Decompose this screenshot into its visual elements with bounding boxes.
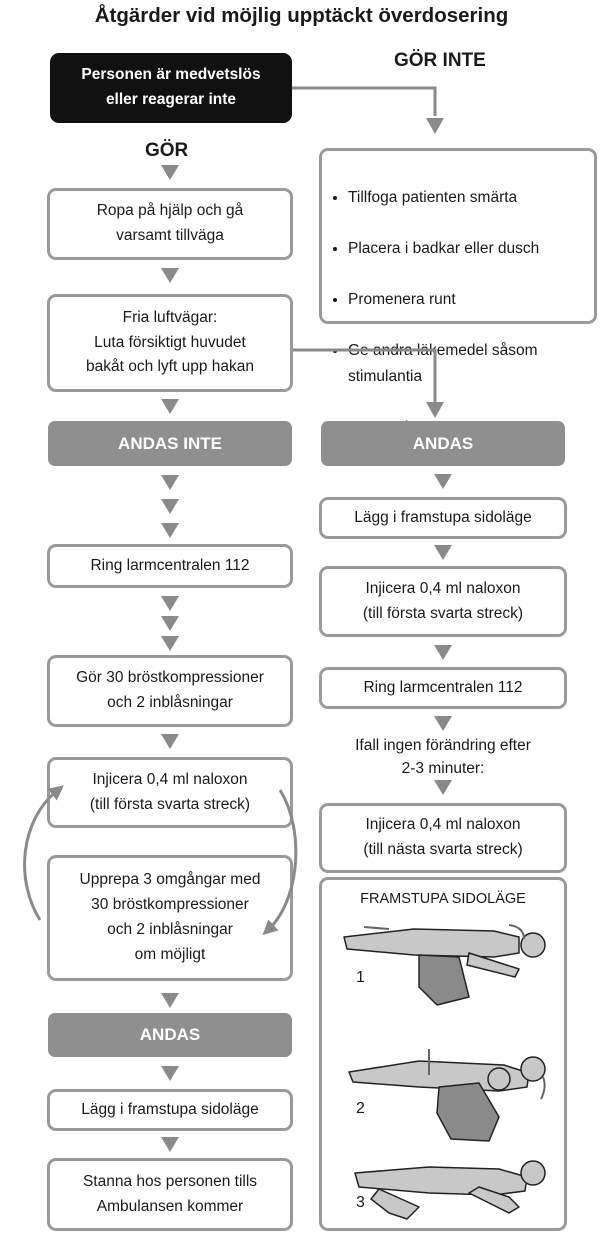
figure-step-1: 1 bbox=[356, 969, 365, 986]
right-naloxone-box: Injicera 0,4 ml naloxon (till första sva… bbox=[319, 566, 567, 637]
stay-box: Stanna hos personen tills Ambulansen kom… bbox=[47, 1158, 293, 1231]
person-2-head bbox=[520, 1056, 546, 1082]
loop-down-arrow bbox=[262, 789, 298, 936]
person-1-body bbox=[343, 928, 520, 958]
left-naloxone-box: Injicera 0,4 ml naloxon (till första sva… bbox=[47, 757, 293, 828]
right-call-112-box: Ring larmcentralen 112 bbox=[319, 667, 567, 709]
right-recovery-box: Lägg i framstupa sidoläge bbox=[319, 497, 567, 539]
person-3-head bbox=[520, 1160, 546, 1186]
right-naloxone-2-box: Injicera 0,4 ml naloxon (till nästa svar… bbox=[319, 803, 567, 873]
call-help-box: Ropa på hjälp och gå varsamt tillväga bbox=[47, 188, 293, 260]
airway-box: Fria luftvägar: Luta försiktigt huvudet … bbox=[47, 294, 293, 392]
repeat-box: Upprepa 3 omgångar med 30 bröstkompressi… bbox=[47, 855, 293, 981]
arrow-up-icon bbox=[540, 1076, 546, 1100]
airway-to-breathing-arrow bbox=[293, 348, 437, 402]
cpr-box: Gör 30 bröstkompressioner och 2 inblåsni… bbox=[47, 655, 293, 727]
figure-title: FRAMSTUPA SIDOLÄGE bbox=[360, 891, 526, 907]
person-3-arm bbox=[468, 1186, 520, 1214]
person-1-head bbox=[520, 932, 546, 958]
start-box: Personen är medvetslös eller reagerar in… bbox=[50, 53, 292, 123]
arrow-pull-icon bbox=[363, 926, 390, 930]
header-dont: GÖR INTE bbox=[394, 50, 486, 71]
left-recovery-box: Lägg i framstupa sidoläge bbox=[47, 1089, 293, 1131]
person-2-body bbox=[348, 1060, 530, 1092]
dont-list-box: Tillfoga patienten smärta Placera i badk… bbox=[319, 148, 597, 436]
person-3-bent-leg bbox=[370, 1188, 420, 1220]
figure-step-2: 2 bbox=[356, 1100, 365, 1117]
person-1-top-leg bbox=[418, 954, 470, 1006]
header-do: GÖR bbox=[145, 140, 189, 161]
recovery-illustrations bbox=[343, 924, 546, 1220]
page-title: Åtgärder vid möjlig upptäckt överdoserin… bbox=[94, 4, 509, 27]
person-2-torso bbox=[436, 1082, 500, 1142]
if-no-change-text: Ifall ingen förändring efter 2-3 minuter… bbox=[355, 737, 531, 778]
dont-item: Tillfoga patienten smärta bbox=[348, 185, 584, 211]
person-1-arm bbox=[466, 952, 520, 978]
recovery-position-figure: FRAMSTUPA SIDOLÄGE 1 2 3 bbox=[319, 877, 567, 1231]
start-to-dont-arrow bbox=[292, 86, 437, 116]
figure-step-3: 3 bbox=[356, 1194, 365, 1211]
loop-up-arrow bbox=[23, 785, 64, 921]
person-2-helper-head bbox=[487, 1067, 511, 1091]
arrow-roll-icon bbox=[508, 924, 525, 940]
left-call-112-box: Ring larmcentralen 112 bbox=[47, 544, 293, 588]
dont-item: Placera i badkar eller dusch bbox=[348, 236, 584, 262]
dont-item: Promenera runt bbox=[348, 287, 584, 313]
down-arrowheads bbox=[161, 118, 452, 1152]
right-breathing-box: ANDAS bbox=[321, 421, 565, 466]
not-breathing-box: ANDAS INTE bbox=[48, 421, 292, 466]
left-breathing-box: ANDAS bbox=[48, 1013, 292, 1057]
